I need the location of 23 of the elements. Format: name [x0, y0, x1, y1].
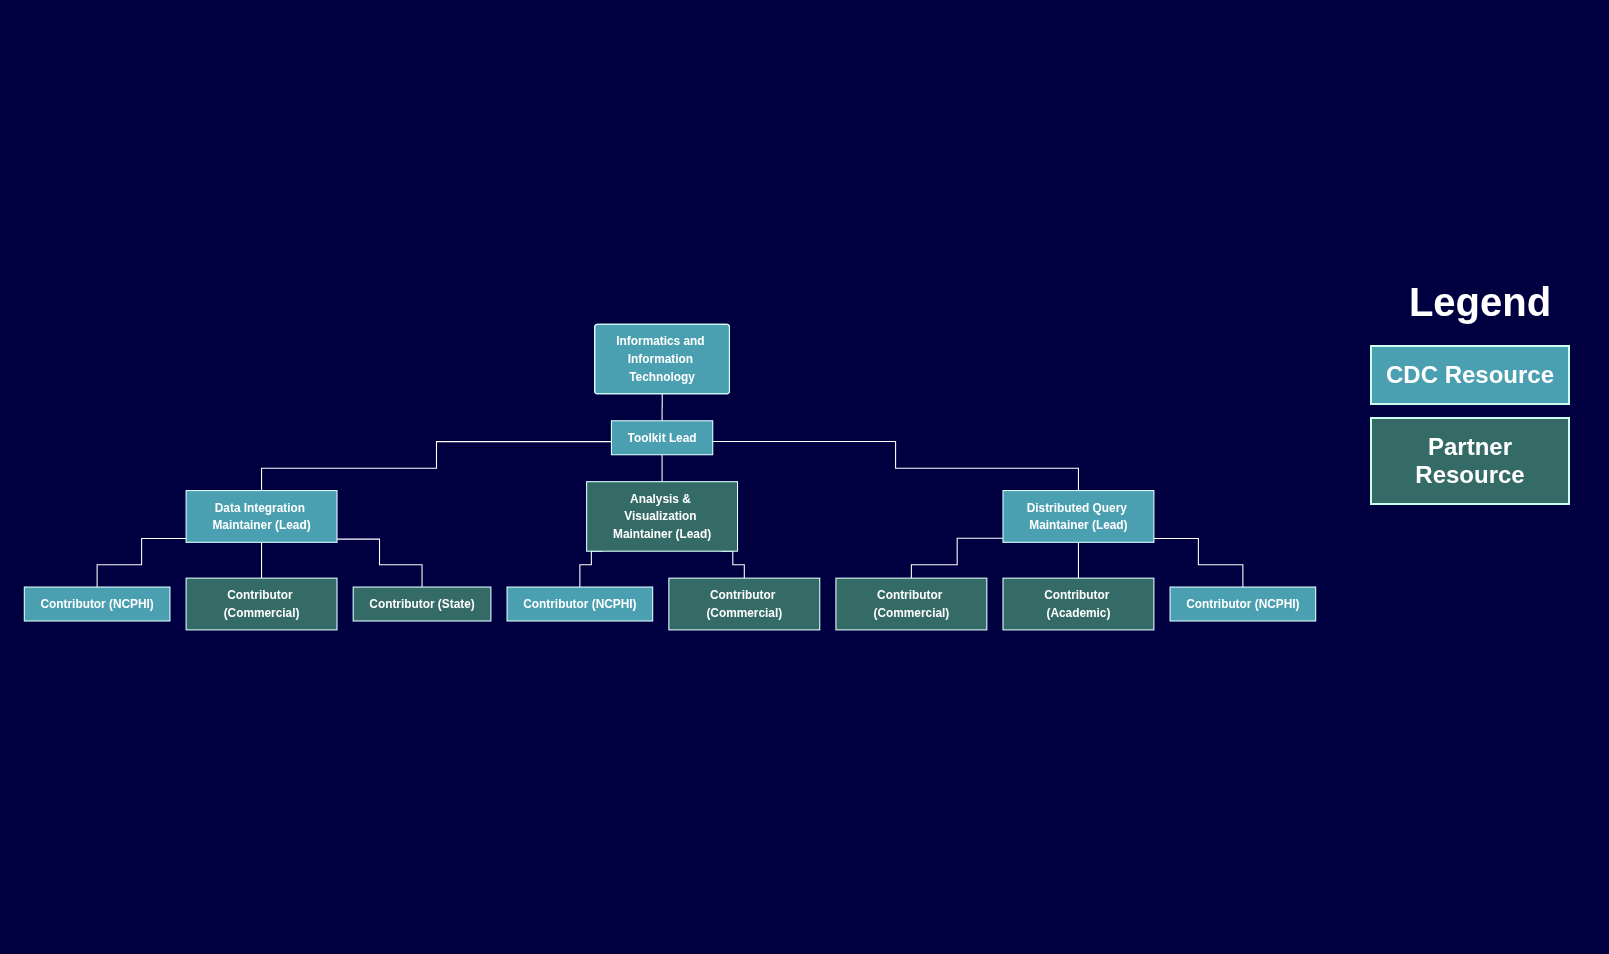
- connector: [261, 440, 612, 491]
- legend-swatch: CDC Resource: [1370, 345, 1570, 405]
- node-box: Contributor (Academic): [1002, 577, 1155, 631]
- node-box: Contributor (Commercial): [668, 577, 821, 631]
- connector: [661, 454, 663, 483]
- node-box: Contributor (Commercial): [185, 577, 338, 631]
- connector: [1077, 541, 1079, 579]
- connector: [661, 393, 663, 422]
- node-box: Contributor (State): [352, 586, 492, 622]
- legend-swatch: Partner Resource: [1370, 417, 1570, 505]
- node-box: Analysis & Visualization Maintainer (Lead): [586, 481, 739, 552]
- node-box: Contributor (Commercial): [835, 577, 988, 631]
- connector: [261, 541, 263, 579]
- node-box: Data Integration Maintainer (Lead): [185, 489, 338, 543]
- node-box: Contributor (NCPHI): [23, 586, 171, 622]
- connector: [1153, 537, 1244, 588]
- node-box: Contributor (NCPHI): [506, 586, 654, 622]
- node-box: Distributed Query Maintainer (Lead): [1002, 489, 1155, 543]
- legend-title: Legend: [1407, 280, 1553, 325]
- node-box: Contributor (NCPHI): [1169, 586, 1317, 622]
- connector: [96, 537, 187, 588]
- connector: [712, 440, 1079, 491]
- node-box: Toolkit Lead: [610, 420, 714, 456]
